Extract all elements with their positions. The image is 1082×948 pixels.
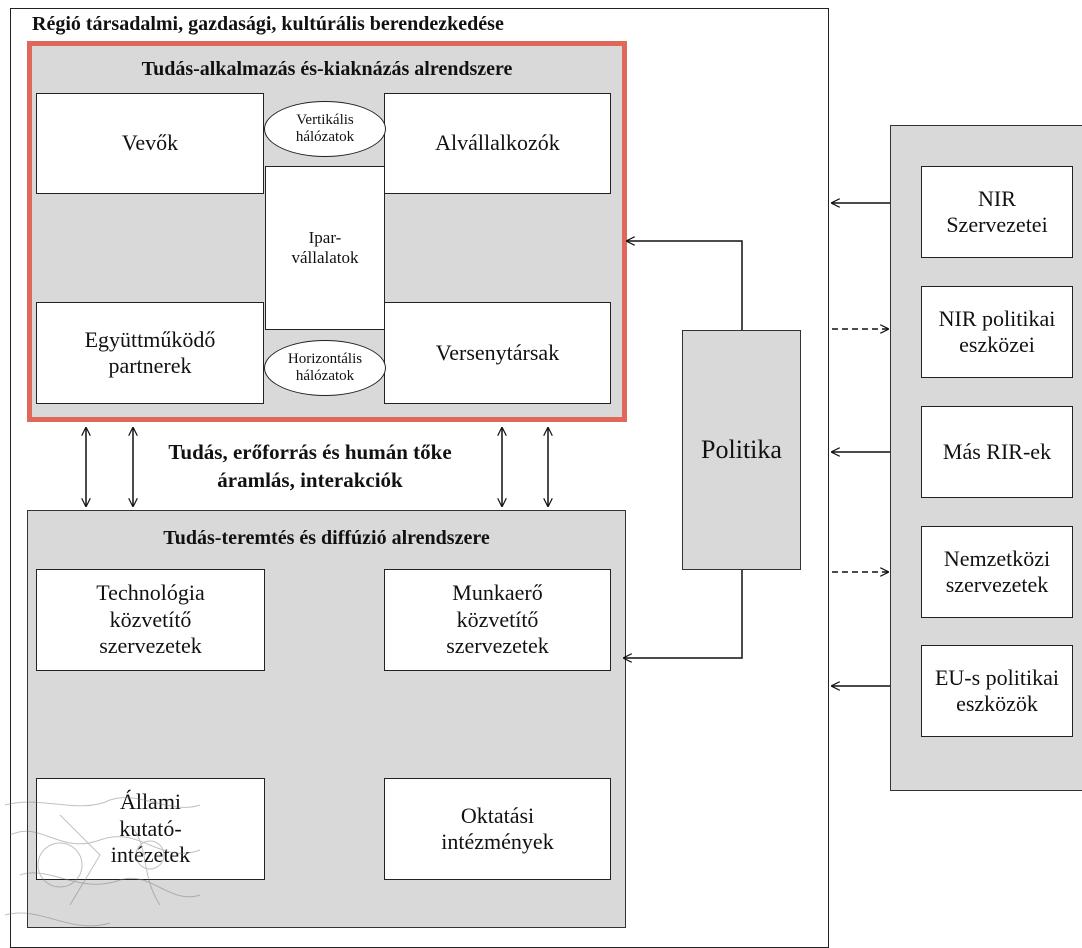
flow-label-1: Tudás, erőforrás és humán tőke xyxy=(168,440,452,464)
policy-to-creation-arrow xyxy=(624,570,743,658)
tech-intermediary-label-3: szervezetek xyxy=(99,633,202,659)
other-rir-label: Más RIR-ek xyxy=(942,438,1052,464)
eu-policy-tools-box: EU-s politikai eszközök xyxy=(921,645,1073,737)
creation-subsystem-title: Tudás-teremtés és diffúzió alrendszere xyxy=(163,527,490,549)
vertical-networks-label-2: hálózatok xyxy=(295,129,355,145)
seal-watermark xyxy=(4,797,201,927)
other-rir-box: Más RIR-ek xyxy=(921,406,1073,498)
policy-box: Politika xyxy=(682,330,801,570)
application-subsystem-title: Tudás-alkalmazás és-kiaknázás alrendszer… xyxy=(141,58,513,80)
eu-policy-tools-label-2: eszközök xyxy=(956,691,1038,716)
education-box: Oktatási intézmények xyxy=(384,778,611,880)
tech-intermediary-box: Technológia közvetítő szervezetek xyxy=(36,569,265,671)
international-orgs-label-1: Nemzetközi xyxy=(943,545,1051,571)
nir-policy-tools-box: NIR politikai eszközei xyxy=(921,286,1073,378)
state-research-label-3: intézetek xyxy=(110,842,191,868)
nir-organizations-box: NIR Szervezetei xyxy=(921,166,1073,258)
nir-policy-tools-label-1: NIR politikai xyxy=(938,305,1056,331)
flow-label: Tudás, erőforrás és humán tőke áramlás, … xyxy=(140,438,480,495)
competitors-label: Versenytársak xyxy=(435,339,560,365)
partners-label-2: partnerek xyxy=(108,353,192,378)
international-orgs-box: Nemzetközi szervezetek xyxy=(921,526,1073,618)
education-label-1: Oktatási xyxy=(460,802,535,828)
eu-policy-tools-label-1: EU-s politikai xyxy=(934,664,1060,690)
vertical-networks-label-1: Vertikális xyxy=(296,111,354,128)
subcontractors-label: Alvállalkozók xyxy=(435,130,560,156)
state-research-label-1: Állami xyxy=(119,789,182,815)
industrial-firms-label-2: vállalatok xyxy=(291,248,359,267)
region-title: Régió társadalmi, gazdasági, kultúrális … xyxy=(32,13,504,35)
buyers-box: Vevők xyxy=(36,93,264,194)
horizontal-networks-label-1: Horizontális xyxy=(287,350,363,367)
flow-label-2: áramlás, interakciók xyxy=(217,468,403,493)
policy-to-application-arrow xyxy=(627,241,743,330)
labor-intermediary-label-1: Munkaerő xyxy=(452,580,543,606)
state-research-box: Állami kutató- intézetek xyxy=(36,778,265,880)
policy-label: Politika xyxy=(701,435,782,464)
vertical-networks-ellipse: Vertikális hálózatok xyxy=(264,101,386,157)
buyers-label: Vevők xyxy=(121,130,179,156)
labor-intermediary-box: Munkaerő közvetítő szervezetek xyxy=(384,569,611,671)
industrial-firms-label-1: Ipar- xyxy=(308,227,342,247)
partners-label-1: Együttműködő xyxy=(84,326,216,352)
international-orgs-label-2: szervezetek xyxy=(945,572,1049,597)
tech-intermediary-label-2: közvetítő xyxy=(109,606,192,632)
labor-intermediary-label-3: szervezetek xyxy=(446,633,549,659)
industrial-firms-box: Ipar- vállalatok xyxy=(265,166,385,330)
nir-organizations-label-1: NIR xyxy=(978,185,1016,211)
tech-intermediary-label-1: Technológia xyxy=(96,580,205,606)
education-label-2: intézmények xyxy=(441,829,554,854)
state-research-label-2: kutató- xyxy=(119,815,182,841)
partners-box: Együttműködő partnerek xyxy=(36,302,264,404)
horizontal-networks-label-2: hálózatok xyxy=(295,368,355,384)
subcontractors-box: Alvállalkozók xyxy=(384,93,611,194)
nir-policy-tools-label-2: eszközei xyxy=(959,332,1035,357)
competitors-box: Versenytársak xyxy=(384,302,611,404)
labor-intermediary-label-2: közvetítő xyxy=(456,606,539,632)
horizontal-networks-ellipse: Horizontális hálózatok xyxy=(264,340,386,396)
nir-organizations-label-2: Szervezetei xyxy=(946,212,1048,237)
